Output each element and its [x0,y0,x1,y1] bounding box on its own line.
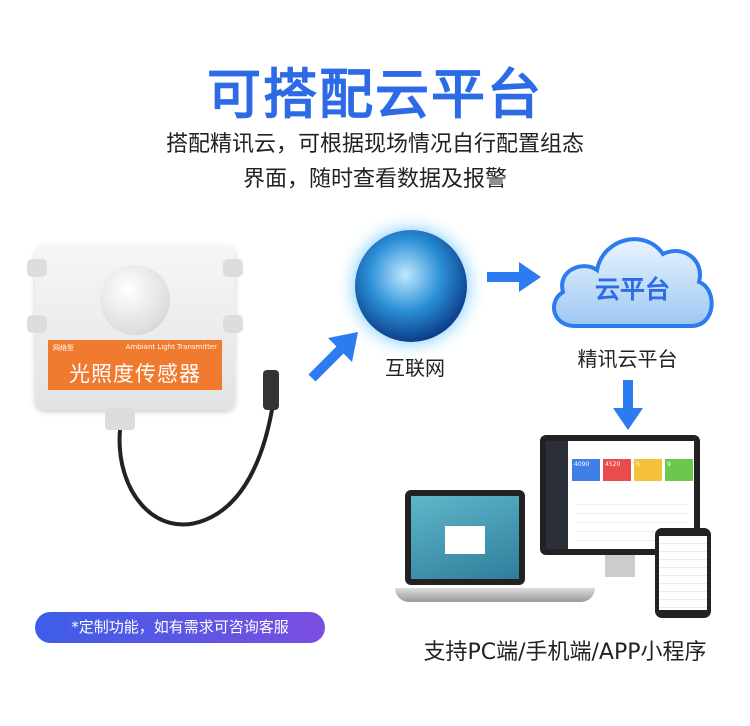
laptop-base [395,588,595,602]
sensor-cable [105,370,279,527]
stat-card: 4520 [603,459,631,481]
sensor-dome [100,265,170,335]
laptop [405,490,525,590]
subtitle-line-2: 界面，随时查看数据及报警 [242,167,507,192]
custom-feature-badge: *定制功能，如有需求可咨询客服 [35,612,325,643]
cloud-platform-label: 精讯云平台 [577,347,678,371]
light-sensor-device: 网络型 Ambiant Light Transmitter 光照度传感器 [27,245,243,410]
sensor-english-name: Ambiant Light Transmitter [125,343,217,351]
desktop-monitor: 4090 4520 5 9 [540,435,700,577]
internet-label: 互联网 [385,356,445,380]
platforms-text: 支持PC端/手机端/APP小程序 [423,640,707,665]
stat-card: 5 [634,459,662,481]
globe-icon [355,230,467,342]
arrow-up-right-icon [308,332,358,382]
sensor-label: 网络型 Ambiant Light Transmitter 光照度传感器 [48,340,222,390]
sensor-type: 网络型 [53,344,74,352]
sensor-name: 光照度传感器 [69,362,201,386]
arrow-right-icon [487,262,541,292]
cloud-icon [552,237,714,328]
stat-card: 9 [665,459,693,481]
stat-card: 4090 [572,459,600,481]
mobile-phone [655,528,711,618]
page-title: 可搭配云平台 [207,63,543,126]
subtitle-line-1: 搭配精讯云，可根据现场情况自行配置组态 [165,132,584,157]
cloud-text: 云平台 [594,275,670,304]
arrow-down-icon [613,380,643,430]
